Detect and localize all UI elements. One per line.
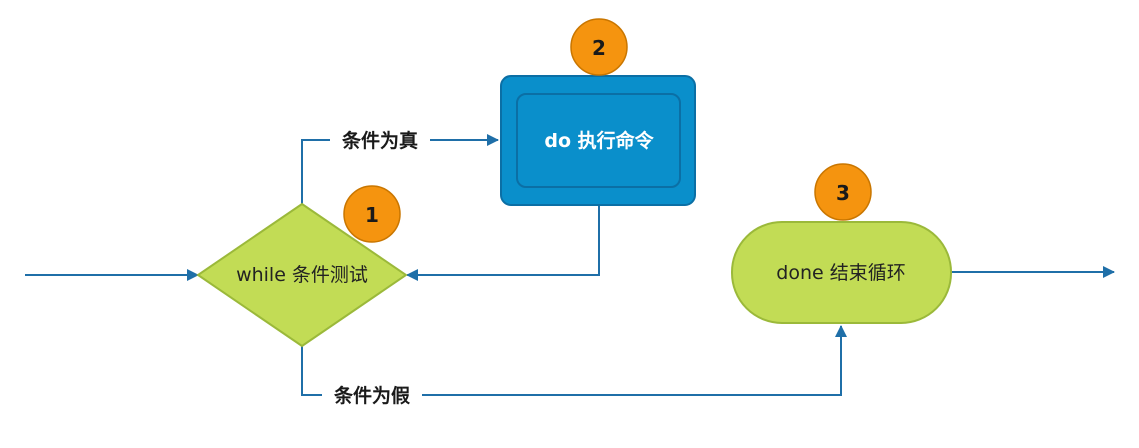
true-branch-edge [301, 134, 499, 204]
step-badge-1: 1 [343, 185, 401, 243]
process-node-label: do 执行命令 [544, 129, 654, 152]
step-badge-2-circle [570, 18, 628, 76]
step-badge-2-number: 2 [592, 36, 606, 60]
step-badge-3-number: 3 [836, 181, 850, 205]
step-badge-3-circle [814, 163, 872, 221]
process-node [500, 75, 696, 206]
terminal-node-label: done 结束循环 [776, 262, 905, 284]
step-badge-3: 3 [814, 163, 872, 221]
true-label-background [330, 126, 430, 154]
process-node-inner-frame [516, 93, 681, 188]
step-badge-1-number: 1 [365, 203, 379, 227]
false-branch-label: 条件为假 [334, 384, 410, 407]
step-badge-1-circle [343, 185, 401, 243]
decision-node-label: while 条件测试 [236, 264, 368, 286]
false-label-background [322, 381, 422, 409]
step-badge-2: 2 [570, 18, 628, 76]
false-branch-edge [301, 325, 847, 396]
decision-node [196, 202, 408, 348]
terminal-node [731, 221, 952, 324]
true-branch-label: 条件为真 [342, 129, 418, 152]
loop-back-edge [406, 205, 600, 281]
